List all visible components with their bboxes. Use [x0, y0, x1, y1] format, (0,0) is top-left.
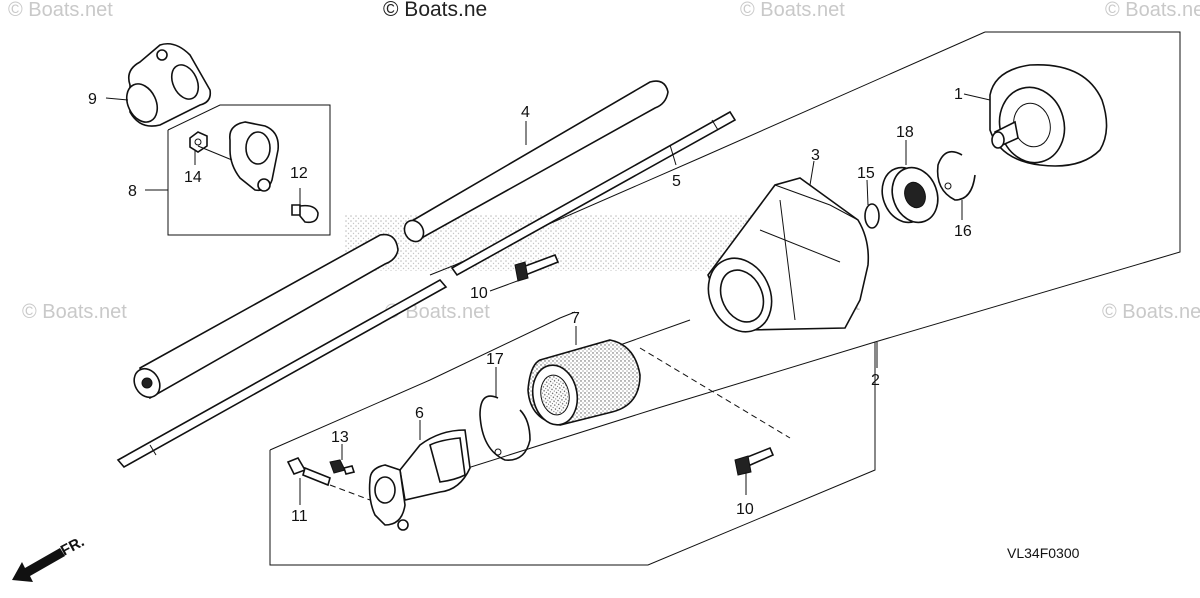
sleeve-7 [527, 339, 641, 426]
bolt-13 [329, 459, 356, 475]
watermark-text: © Boats.net [1102, 301, 1200, 323]
bolt-11 [286, 457, 331, 487]
callout-7: 7 [571, 310, 580, 327]
watermark-text: © Boats.net [8, 0, 113, 21]
callout-17: 17 [486, 351, 504, 368]
callout-4: 4 [521, 104, 530, 121]
leader-lines [105, 93, 991, 505]
front-direction-indicator: FR. [12, 533, 87, 582]
callout-11: 11 [291, 508, 308, 525]
callout-12: 12 [290, 165, 308, 182]
bolt-10-upper [514, 253, 560, 282]
callout-8: 8 [128, 183, 137, 200]
callout-16: 16 [954, 223, 972, 240]
front-arrow-icon [12, 548, 65, 582]
bolt-10-lower [734, 446, 775, 476]
assembly-outline-2 [269, 31, 1181, 566]
tube-clamp-6 [368, 429, 471, 531]
clamp-assembly-8 [189, 121, 319, 224]
callout-9: 9 [88, 91, 97, 108]
callout-14: 14 [184, 169, 202, 186]
outer-tube-4 [133, 80, 669, 400]
bracket-8 [167, 104, 331, 236]
callout-2: 2 [871, 372, 880, 389]
clamp-part-9 [125, 42, 212, 127]
bearing-18 [881, 166, 939, 224]
gear-case-housing-3 [707, 177, 870, 333]
watermark-text: © Boats.net [740, 0, 845, 21]
watermark-text-top: © Boats.ne [383, 0, 487, 21]
callouts: 1 2 3 4 5 6 7 8 9 10 10 11 12 13 14 15 1… [88, 86, 972, 525]
callout-6: 6 [415, 405, 424, 422]
callout-10-lower: 10 [736, 501, 754, 518]
callout-5: 5 [672, 173, 681, 190]
clutch-drum-1 [989, 64, 1108, 167]
diagram-code: VL34F0300 [1007, 545, 1080, 561]
callout-15: 15 [857, 165, 875, 182]
watermark-text: © Boats.net [1105, 0, 1200, 21]
callout-10-upper: 10 [470, 285, 488, 302]
circlip-17 [479, 395, 531, 461]
watermark-text: © Boats.net [22, 301, 127, 323]
callout-13: 13 [331, 429, 349, 446]
callout-3: 3 [811, 147, 820, 164]
drive-shaft-5 [116, 110, 737, 469]
callout-1: 1 [954, 86, 963, 103]
snap-ring-15 [864, 203, 880, 229]
callout-18: 18 [896, 124, 914, 141]
circlip-16 [936, 150, 976, 201]
